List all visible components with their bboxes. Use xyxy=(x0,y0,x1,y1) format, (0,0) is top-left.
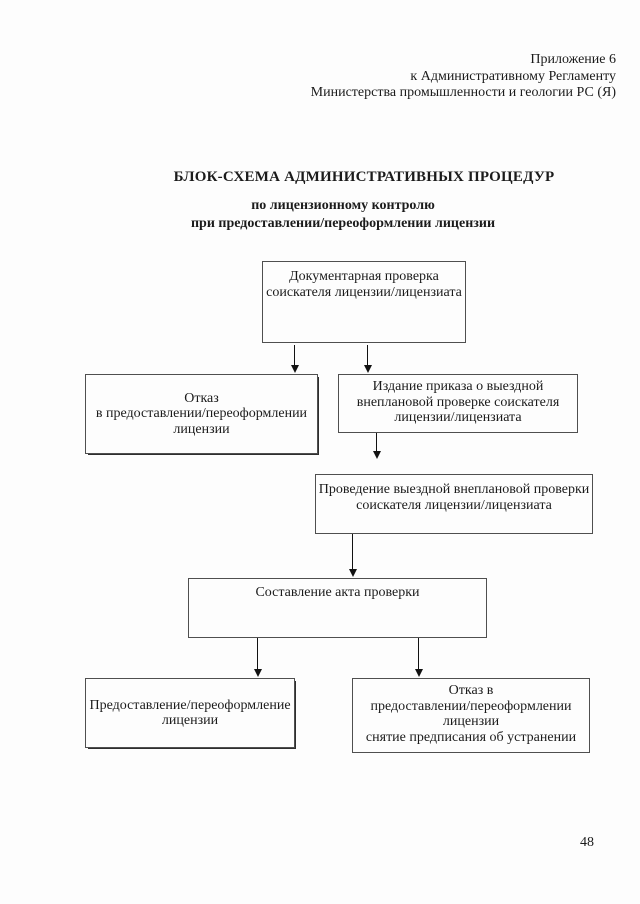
header-line-regulation: к Административному Регламенту xyxy=(410,68,616,84)
document-header: Приложение 6 к Административному Регламе… xyxy=(311,52,616,102)
arrow-shaft xyxy=(351,534,354,569)
node-refusal-final: Отказ в предоставлении/переоформлении ли… xyxy=(352,678,590,753)
arrow-act-to-refusal xyxy=(414,638,423,677)
header-line-ministry: Министерства промышленности и геологии Р… xyxy=(310,85,616,100)
subtitle-line-1: по лицензионному контролю xyxy=(251,198,435,213)
arrow-documentary-to-order xyxy=(363,345,372,373)
node-label: Издание приказа о выездной внеплановой п… xyxy=(356,379,560,425)
arrow-onsite-to-act xyxy=(348,534,357,577)
arrow-head-icon xyxy=(414,669,423,677)
arrow-head-icon xyxy=(253,669,262,677)
arrow-documentary-to-refusal xyxy=(290,345,299,373)
subtitle-line-2: при предоставлении/переоформлении лиценз… xyxy=(190,216,496,231)
arrow-order-to-onsite xyxy=(372,433,381,459)
node-label: Документарная проверка соискателя лиценз… xyxy=(266,269,462,300)
arrow-shaft xyxy=(293,345,296,365)
node-label: Составление акта проверки xyxy=(255,585,420,600)
node-documentary-check: Документарная проверка соискателя лиценз… xyxy=(262,261,466,343)
node-license-grant: Предоставление/переоформление лицензии xyxy=(85,678,295,748)
node-label: Отказ в предоставлении/переоформлении ли… xyxy=(95,390,308,437)
header-line-appendix: Приложение 6 xyxy=(530,52,616,67)
node-label: Проведение выездной внеплановой проверки… xyxy=(318,482,590,513)
arrow-head-icon xyxy=(348,569,357,577)
arrow-head-icon xyxy=(290,365,299,373)
arrow-act-to-grant xyxy=(253,638,262,677)
page-subtitle: по лицензионному контролю при предоставл… xyxy=(43,197,640,233)
arrow-shaft xyxy=(417,638,420,669)
node-refusal: Отказ в предоставлении/переоформлении ли… xyxy=(85,374,318,454)
page-title: БЛОК-СХЕМА АДМИНИСТРАТИВНЫХ ПРОЦЕДУР xyxy=(173,169,555,185)
node-onsite-inspection: Проведение выездной внеплановой проверки… xyxy=(315,474,593,534)
page-number: 48 xyxy=(580,835,594,850)
arrow-head-icon xyxy=(363,365,372,373)
node-label: Отказ в предоставлении/переоформлении ли… xyxy=(365,683,577,745)
arrow-shaft xyxy=(375,433,378,451)
arrow-head-icon xyxy=(372,451,381,459)
node-label: Предоставление/переоформление лицензии xyxy=(89,697,291,729)
node-order-issue: Издание приказа о выездной внеплановой п… xyxy=(338,374,578,433)
node-inspection-act: Составление акта проверки xyxy=(188,578,487,638)
arrow-shaft xyxy=(366,345,369,365)
arrow-shaft xyxy=(256,638,259,669)
